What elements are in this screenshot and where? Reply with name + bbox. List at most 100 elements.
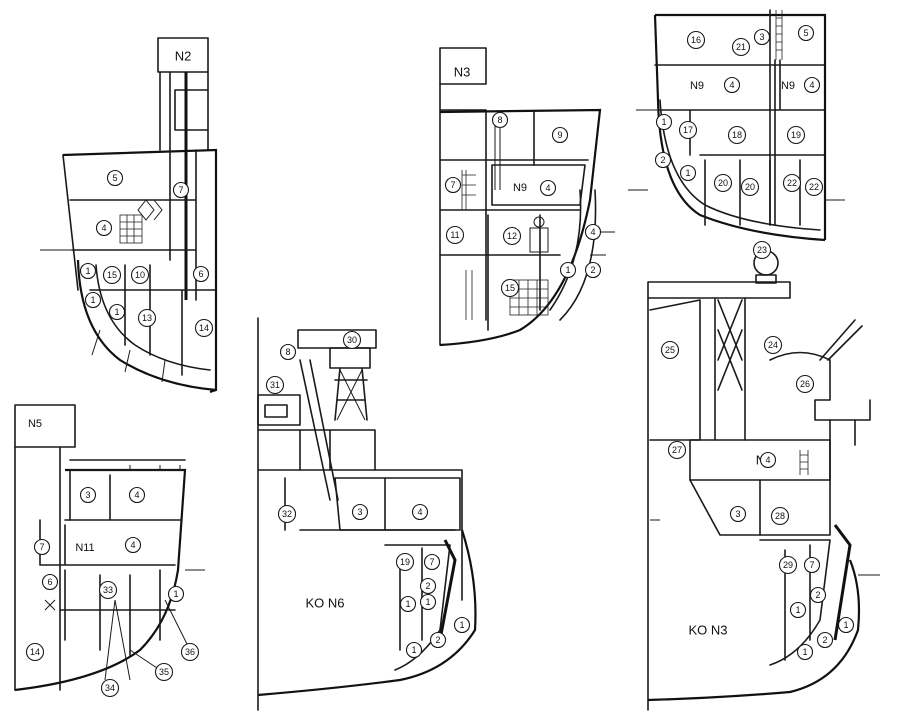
- compartment-number: 1: [559, 261, 577, 279]
- compartment-number-text: 27: [672, 445, 682, 455]
- compartment-number: 2: [809, 586, 827, 604]
- compartment-number: 29: [778, 555, 798, 575]
- compartment-number-text: 19: [400, 557, 410, 567]
- compartment-number-text: 32: [282, 509, 292, 519]
- compartment-number: 1: [405, 641, 423, 659]
- room-label-n9-right: N9: [781, 80, 795, 92]
- compartment-number: 3: [729, 505, 747, 523]
- compartment-number-text: 4: [545, 183, 550, 193]
- compartment-number-text: 6: [47, 577, 52, 587]
- compartment-number-text: 4: [729, 80, 734, 90]
- compartment-number-text: 3: [85, 490, 90, 500]
- compartment-number-text: 2: [660, 155, 665, 165]
- compartment-number: 27: [667, 440, 687, 460]
- panel-section-n2: N2: [40, 37, 218, 394]
- compartment-number: 33: [98, 580, 118, 600]
- compartment-number-text: 30: [347, 335, 357, 345]
- compartment-number: 8: [491, 111, 509, 129]
- compartment-number: 7: [172, 181, 190, 199]
- compartment-number-text: 1: [114, 307, 119, 317]
- compartment-number: 4: [723, 76, 741, 94]
- compartment-number: 18: [727, 125, 747, 145]
- compartment-number: 1: [453, 616, 471, 634]
- compartment-number: 3: [351, 503, 369, 521]
- compartment-number-text: 4: [590, 227, 595, 237]
- compartment-number-text: 23: [757, 245, 767, 255]
- compartment-number: 7: [33, 538, 51, 556]
- compartment-number-text: 29: [783, 560, 793, 570]
- compartment-number: 1: [419, 593, 437, 611]
- compartment-number: 1: [108, 303, 126, 321]
- compartment-number-text: 12: [507, 231, 517, 241]
- compartment-number-text: 1: [173, 589, 178, 599]
- compartment-number: 23: [752, 240, 772, 260]
- compartment-number-text: 4: [765, 455, 770, 465]
- compartment-number: 11: [445, 225, 465, 245]
- compartment-number-text: 14: [199, 323, 209, 333]
- compartment-number-text: 22: [809, 182, 819, 192]
- compartment-number: 10: [130, 265, 150, 285]
- compartment-number: 14: [194, 318, 214, 338]
- compartment-number: N9: [513, 182, 527, 194]
- compartment-number: 1: [79, 262, 97, 280]
- compartment-number-text: 24: [768, 340, 778, 350]
- panel-section-ko-n3: N1 KO N3: [647, 250, 880, 711]
- compartment-number: 4: [124, 536, 142, 554]
- compartment-number-text: 1: [795, 605, 800, 615]
- compartment-number-text: 34: [105, 683, 115, 693]
- compartment-number: 19: [395, 552, 415, 572]
- compartment-number-text: 1: [661, 117, 666, 127]
- compartment-number-text: 26: [800, 379, 810, 389]
- compartment-number-text: 11: [450, 230, 459, 240]
- compartment-number: 15: [500, 278, 520, 298]
- compartment-number-text: 7: [809, 560, 814, 570]
- compartment-number: 2: [429, 631, 447, 649]
- compartment-number-text: 35: [159, 667, 169, 677]
- compartment-number: 5: [797, 24, 815, 42]
- compartment-number: 15: [102, 265, 122, 285]
- compartment-number-text: 4: [101, 223, 106, 233]
- compartment-number: 16: [686, 30, 706, 50]
- compartment-number-text: 31: [270, 380, 280, 390]
- compartment-number: 1: [837, 616, 855, 634]
- compartment-number-text: 2: [822, 635, 827, 645]
- compartment-number: 19: [786, 125, 806, 145]
- compartment-number-text: 17: [683, 125, 693, 135]
- compartment-number-text: N9: [513, 182, 527, 194]
- panel-label: N2: [175, 49, 192, 64]
- compartment-number: 7: [423, 553, 441, 571]
- compartment-number-text: 4: [809, 80, 814, 90]
- compartment-number-text: 9: [557, 130, 562, 140]
- compartment-number-text: 33: [103, 585, 113, 595]
- compartment-number-text: 2: [590, 265, 595, 275]
- compartment-number-text: 4: [417, 507, 422, 517]
- compartment-number: 1: [796, 643, 814, 661]
- compartment-number: 9: [551, 126, 569, 144]
- compartment-number: 22: [782, 173, 802, 193]
- compartment-number: 17: [678, 120, 698, 140]
- compartment-number-text: 20: [718, 178, 728, 188]
- panel-section-n3: N3: [439, 47, 615, 347]
- compartment-number: 6: [41, 573, 59, 591]
- compartment-number-text: 6: [198, 269, 203, 279]
- compartment-number-text: 28: [775, 511, 785, 521]
- compartment-number-text: 2: [815, 590, 820, 600]
- compartment-number-text: 4: [134, 490, 139, 500]
- compartment-number-text: 2: [425, 581, 430, 591]
- compartment-number-text: 14: [30, 647, 40, 657]
- room-label: N11: [75, 542, 94, 554]
- compartment-number: 4: [95, 219, 113, 237]
- compartment-number: 3: [79, 486, 97, 504]
- compartment-number-text: 25: [665, 345, 675, 355]
- compartment-number-text: 1: [459, 620, 464, 630]
- compartment-number-text: 8: [497, 115, 502, 125]
- compartment-number-text: 7: [39, 542, 44, 552]
- compartment-number-text: 10: [135, 270, 145, 280]
- compartment-number: 1: [679, 164, 697, 182]
- compartment-number: 7: [803, 556, 821, 574]
- compartment-number: 2: [419, 577, 437, 595]
- compartment-number-text: 2: [435, 635, 440, 645]
- compartment-number: 4: [539, 179, 557, 197]
- panel-label: N3: [454, 65, 471, 80]
